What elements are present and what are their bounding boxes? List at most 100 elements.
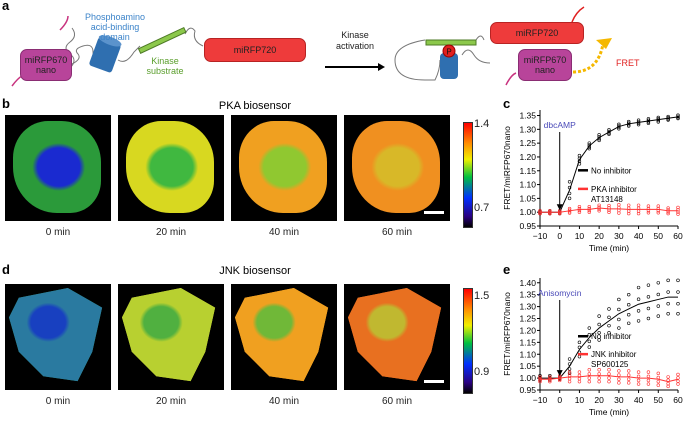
legend-label: No inhibitor [591, 166, 632, 175]
time-label: 40 min [268, 227, 299, 238]
data-point [567, 357, 572, 361]
data-point [548, 211, 552, 215]
data-point [577, 340, 582, 345]
x-tick-label: −10 [533, 395, 548, 405]
data-point [646, 211, 651, 215]
y-tick-label: 1.35 [519, 290, 536, 300]
data-point [597, 368, 601, 372]
binding-domain-shape [440, 53, 458, 79]
time-label: 40 min [268, 396, 299, 407]
data-point [577, 377, 582, 381]
data-point [646, 374, 651, 378]
data-point [597, 138, 601, 143]
panel-a-schematic: P [11, 6, 612, 87]
linker [117, 45, 141, 62]
x-tick-label: −10 [533, 231, 548, 241]
data-point [548, 375, 552, 379]
data-point [656, 117, 660, 121]
data-point [646, 306, 651, 311]
data-point [597, 376, 601, 380]
data-point [627, 121, 631, 125]
x-tick-label: 50 [654, 231, 664, 241]
data-point [558, 377, 562, 381]
data-point [597, 331, 601, 335]
data-point [538, 378, 542, 382]
scale-bar [424, 380, 444, 383]
legend-label: PKA inhibitor [591, 185, 637, 194]
data-point [597, 379, 601, 384]
cell-image-0-min [5, 115, 111, 221]
data-point [656, 371, 660, 376]
data-point [567, 370, 572, 374]
data-point [676, 114, 680, 119]
data-point [636, 285, 641, 290]
data-point [666, 211, 670, 216]
kinase-substrate-shape [425, 39, 477, 46]
data-point [636, 374, 641, 378]
data-point [587, 145, 591, 149]
annotation-label: dbcAMP [544, 120, 576, 130]
legend-label: No inhibitor [591, 332, 632, 341]
data-point [617, 317, 621, 322]
data-point [567, 362, 572, 366]
data-point [627, 211, 631, 216]
linker [184, 27, 204, 47]
excitation-arrow [505, 72, 517, 86]
data-point [607, 376, 611, 380]
panel-b-label: b [2, 96, 10, 111]
data-point [567, 196, 572, 201]
data-point [636, 203, 641, 207]
data-point [617, 122, 621, 127]
data-point [548, 376, 552, 381]
data-point [577, 153, 582, 158]
x-tick-label: 30 [614, 395, 624, 405]
data-point [617, 381, 621, 385]
data-point [577, 204, 582, 209]
data-point [548, 209, 552, 213]
cell-image-20-min [118, 115, 224, 221]
x-tick-label: 0 [557, 231, 562, 241]
excitation-arrow [59, 15, 69, 31]
data-point [656, 375, 660, 380]
data-point [548, 378, 552, 382]
cell-image-20-min [118, 284, 224, 390]
data-point [587, 146, 591, 151]
data-point [666, 378, 670, 382]
time-label: 0 min [45, 227, 71, 238]
panel-d-label: d [2, 262, 10, 277]
data-point [636, 319, 641, 323]
annotation-label: Anisomycin [538, 288, 582, 298]
data-point [627, 377, 631, 381]
data-point [577, 373, 582, 378]
colorbar-b [463, 122, 473, 228]
colorbar-d [463, 288, 473, 394]
data-point [538, 209, 542, 213]
time-label: 0 min [45, 396, 71, 407]
colorbar-d-min: 0.9 [474, 366, 490, 378]
data-point [577, 206, 582, 211]
data-point [676, 382, 680, 386]
cell-image-40-min [231, 115, 337, 221]
legend-label: JNK inhibitor [591, 350, 637, 359]
fret-label: FRET [616, 58, 640, 68]
x-tick-label: 40 [634, 395, 644, 405]
annotation-arrowhead [556, 204, 563, 211]
data-point [676, 302, 680, 306]
data-point [627, 302, 631, 307]
y-tick-label: 1.15 [519, 166, 536, 176]
data-point [676, 115, 680, 120]
data-point [607, 206, 611, 210]
data-point [676, 113, 680, 117]
data-point [666, 375, 670, 379]
data-point [656, 379, 660, 384]
series-line [540, 116, 679, 213]
data-point [676, 116, 680, 121]
scale-bar [424, 211, 444, 214]
y-tick-label: 0.95 [519, 221, 536, 231]
colorbar-d-max: 1.5 [474, 290, 490, 302]
x-tick-label: 40 [634, 231, 644, 241]
data-point [558, 210, 562, 214]
series-line [540, 296, 678, 379]
